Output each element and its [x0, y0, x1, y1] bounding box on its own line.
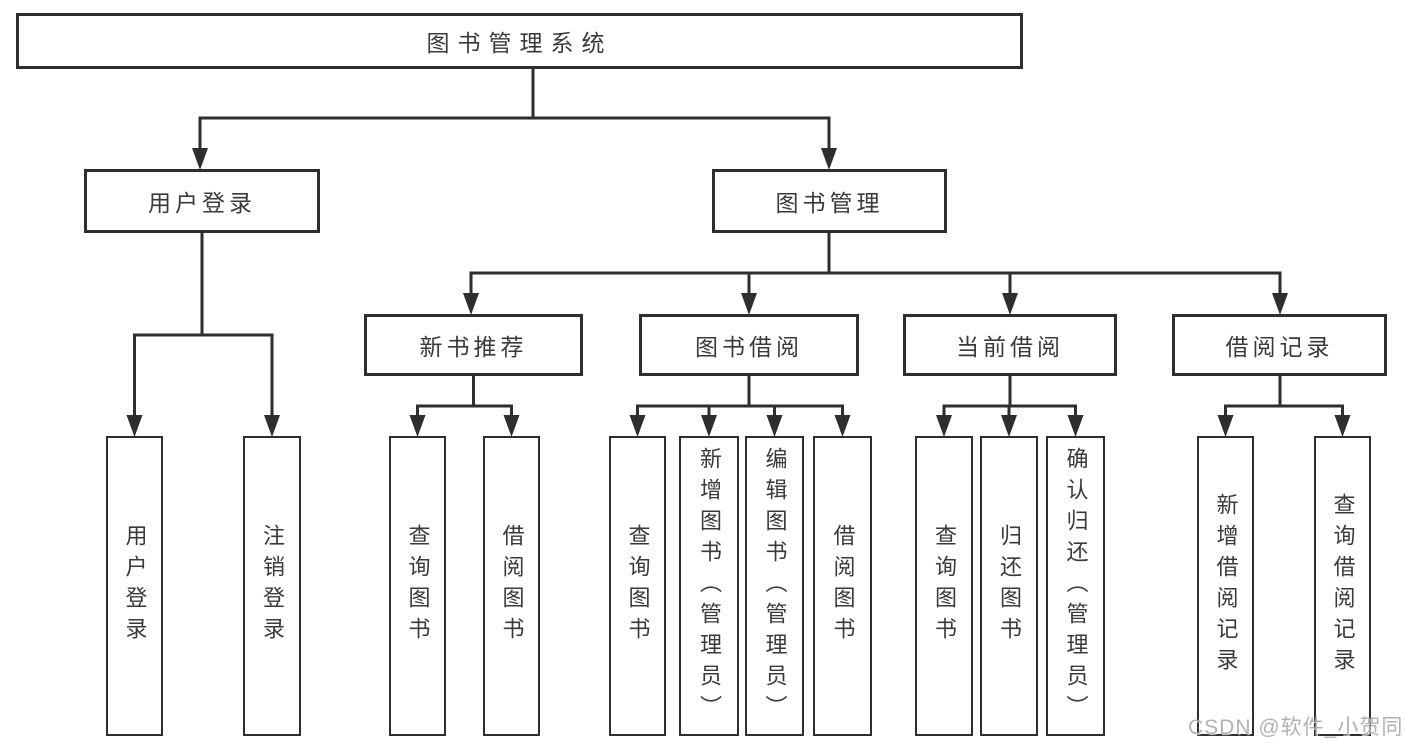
edge-login-to-leaves	[133, 231, 274, 417]
leaf-user-login: 用户登录	[106, 436, 163, 736]
leaf-query-borrow-record: 查询借阅记录	[1314, 436, 1371, 736]
arrowhead	[821, 148, 837, 170]
edge-hist-to-leaves	[1224, 374, 1344, 417]
arrowhead	[1272, 293, 1288, 315]
arrowhead	[701, 415, 717, 437]
leaf-query-books-current: 查询图书	[915, 436, 973, 736]
arrowhead	[936, 415, 952, 437]
arrowhead	[1067, 415, 1084, 437]
arrowhead	[409, 415, 426, 437]
edge-mgmt-to-level3	[469, 231, 1282, 295]
node-root: 图书管理系统	[16, 13, 1023, 69]
node-book-borrow: 图书借阅	[639, 314, 859, 376]
leaf-query-books-recommend: 查询图书	[389, 436, 446, 736]
leaf-borrow-books-recommend: 借阅图书	[483, 436, 540, 736]
arrowhead	[766, 415, 783, 437]
arrowhead	[264, 415, 280, 437]
node-current-borrow: 当前借阅	[903, 314, 1117, 376]
leaf-query-books-borrow: 查询图书	[609, 436, 666, 736]
arrowhead	[741, 293, 757, 315]
leaf-edit-book-admin: 编辑图书（管理员）	[745, 436, 804, 736]
arrowhead	[629, 415, 646, 437]
leaf-return-books: 归还图书	[980, 436, 1038, 736]
node-borrow-records: 借阅记录	[1172, 314, 1387, 376]
leaf-confirm-return-admin: 确认归还（管理员）	[1046, 436, 1105, 736]
arrowhead	[1334, 415, 1351, 437]
arrowhead	[126, 415, 143, 437]
edge-rec-to-leaves	[416, 374, 513, 417]
arrowhead	[463, 293, 479, 315]
arrowhead	[1001, 415, 1017, 437]
edge-bor-to-leaves	[636, 374, 844, 417]
edge-cur-to-leaves	[942, 374, 1077, 417]
edge-root-to-level2	[198, 66, 831, 150]
leaf-logout: 注销登录	[243, 436, 301, 736]
arrowhead	[1002, 293, 1018, 315]
arrowhead	[192, 148, 208, 170]
node-new-book-recommend: 新书推荐	[364, 314, 583, 376]
arrowhead	[834, 415, 851, 437]
leaf-borrow-books-borrow: 借阅图书	[813, 436, 872, 736]
leaf-add-book-admin: 新增图书（管理员）	[679, 436, 739, 736]
node-book-management: 图书管理	[712, 169, 947, 233]
csdn-watermark: CSDN @软件_小贺同学	[1188, 716, 1405, 739]
node-user-login: 用户登录	[84, 169, 320, 233]
arrowhead	[1217, 415, 1234, 437]
arrowhead	[503, 415, 520, 437]
leaf-add-borrow-record: 新增借阅记录	[1197, 436, 1254, 736]
